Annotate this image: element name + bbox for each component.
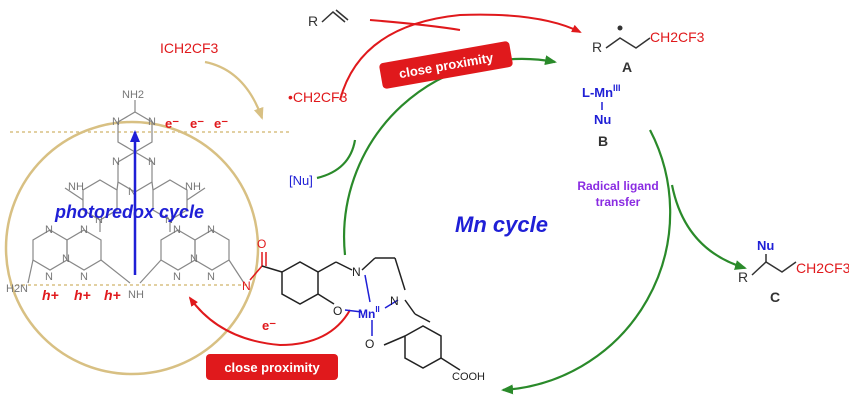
imine-n-left: N bbox=[352, 265, 361, 279]
ring-n: N bbox=[80, 224, 88, 236]
intermediate-b-ligand: Nu bbox=[594, 112, 611, 127]
phenolate-o-left: O bbox=[333, 304, 342, 318]
product-c: Nu R CH2CF3 C bbox=[738, 238, 849, 305]
ring-n: N bbox=[95, 214, 103, 226]
ring-n: N bbox=[112, 156, 120, 168]
ring-n: N bbox=[173, 271, 181, 283]
ring-n: N bbox=[112, 116, 120, 128]
intermediate-b: L-MnIII Nu B bbox=[582, 83, 621, 149]
intermediate-b-metal: L-MnIII bbox=[582, 83, 621, 100]
ring-n: N bbox=[62, 253, 70, 265]
ring-n: N bbox=[45, 271, 53, 283]
nh-left: NH bbox=[68, 181, 84, 193]
radical-addition-arrow bbox=[339, 13, 582, 101]
nucleophile: [Nu] bbox=[289, 173, 313, 188]
nh-bottom: NH bbox=[128, 289, 144, 301]
intermediate-b-label: B bbox=[598, 133, 608, 149]
transfer-label-1: Radical ligand bbox=[577, 179, 658, 193]
alkene-r: R bbox=[308, 13, 318, 29]
transfer-label-2: transfer bbox=[596, 195, 641, 209]
electrons-top: e⁻ e⁻ e⁻ bbox=[165, 116, 228, 131]
salen-catalyst bbox=[249, 252, 461, 371]
electron-1: e⁻ bbox=[165, 116, 179, 131]
product-c-label: C bbox=[770, 289, 780, 305]
radical-ch2cf3: •CH2CF3 bbox=[288, 89, 348, 105]
product-c-nu: Nu bbox=[757, 238, 774, 253]
h2n-left: H2N bbox=[6, 283, 28, 295]
electron-transfer-arrow bbox=[188, 296, 351, 347]
photoredox-circle bbox=[4, 120, 260, 376]
phenolate-o-right: O bbox=[365, 337, 374, 351]
ring-n: N bbox=[148, 116, 156, 128]
intermediate-a: R CH2CF3 A bbox=[592, 25, 705, 75]
reagent-ich2cf3: ICH2CF3 bbox=[160, 40, 219, 56]
photoredox-label: photoredox cycle bbox=[54, 202, 204, 222]
ring-n: N bbox=[207, 271, 215, 283]
mn-cycle-label: Mn cycle bbox=[455, 212, 548, 237]
product-c-r: R bbox=[738, 269, 748, 285]
ring-n: N bbox=[80, 271, 88, 283]
nh-right: NH bbox=[185, 181, 201, 193]
carboxyl: COOH bbox=[452, 371, 485, 383]
proximity-badge-bottom: close proximity bbox=[206, 354, 338, 380]
ring-n: N bbox=[128, 186, 136, 198]
hole-1: h+ bbox=[42, 287, 59, 303]
intermediate-a-r: R bbox=[592, 39, 602, 55]
salen-atoms: O N N N O O MnII COOH bbox=[242, 237, 485, 383]
electron-bottom: e⁻ bbox=[262, 318, 276, 333]
holes: h+ h+ h+ bbox=[42, 287, 121, 303]
mn-center: MnII bbox=[358, 305, 380, 321]
ring-n: N bbox=[165, 214, 173, 226]
ring-n: N bbox=[190, 253, 198, 265]
electron-3: e⁻ bbox=[214, 116, 228, 131]
ring-n: N bbox=[173, 224, 181, 236]
proximity-badge-top: close proximity bbox=[379, 41, 513, 89]
amide-n: N bbox=[242, 279, 251, 293]
product-c-group: CH2CF3 bbox=[796, 260, 849, 276]
ring-n: N bbox=[45, 224, 53, 236]
electron-2: e⁻ bbox=[190, 116, 204, 131]
nh2-top: NH2 bbox=[122, 89, 144, 101]
alkene bbox=[321, 9, 349, 23]
reagent-arrow bbox=[204, 60, 264, 120]
alkene-arrow bbox=[369, 19, 461, 31]
hole-3: h+ bbox=[104, 287, 121, 303]
imine-n-right: N bbox=[390, 294, 399, 308]
intermediate-a-group: CH2CF3 bbox=[650, 29, 705, 45]
carbonyl-o: O bbox=[257, 237, 266, 251]
ring-n: N bbox=[207, 224, 215, 236]
intermediate-a-label: A bbox=[622, 59, 632, 75]
hole-2: h+ bbox=[74, 287, 91, 303]
ring-n: N bbox=[148, 156, 156, 168]
carbon-nitride-atoms: NH2 N N N N N NH NH N N N N N N N N N N … bbox=[6, 89, 215, 301]
carbon-nitride-structure bbox=[27, 100, 245, 284]
proximity-bottom-text: close proximity bbox=[224, 360, 320, 375]
